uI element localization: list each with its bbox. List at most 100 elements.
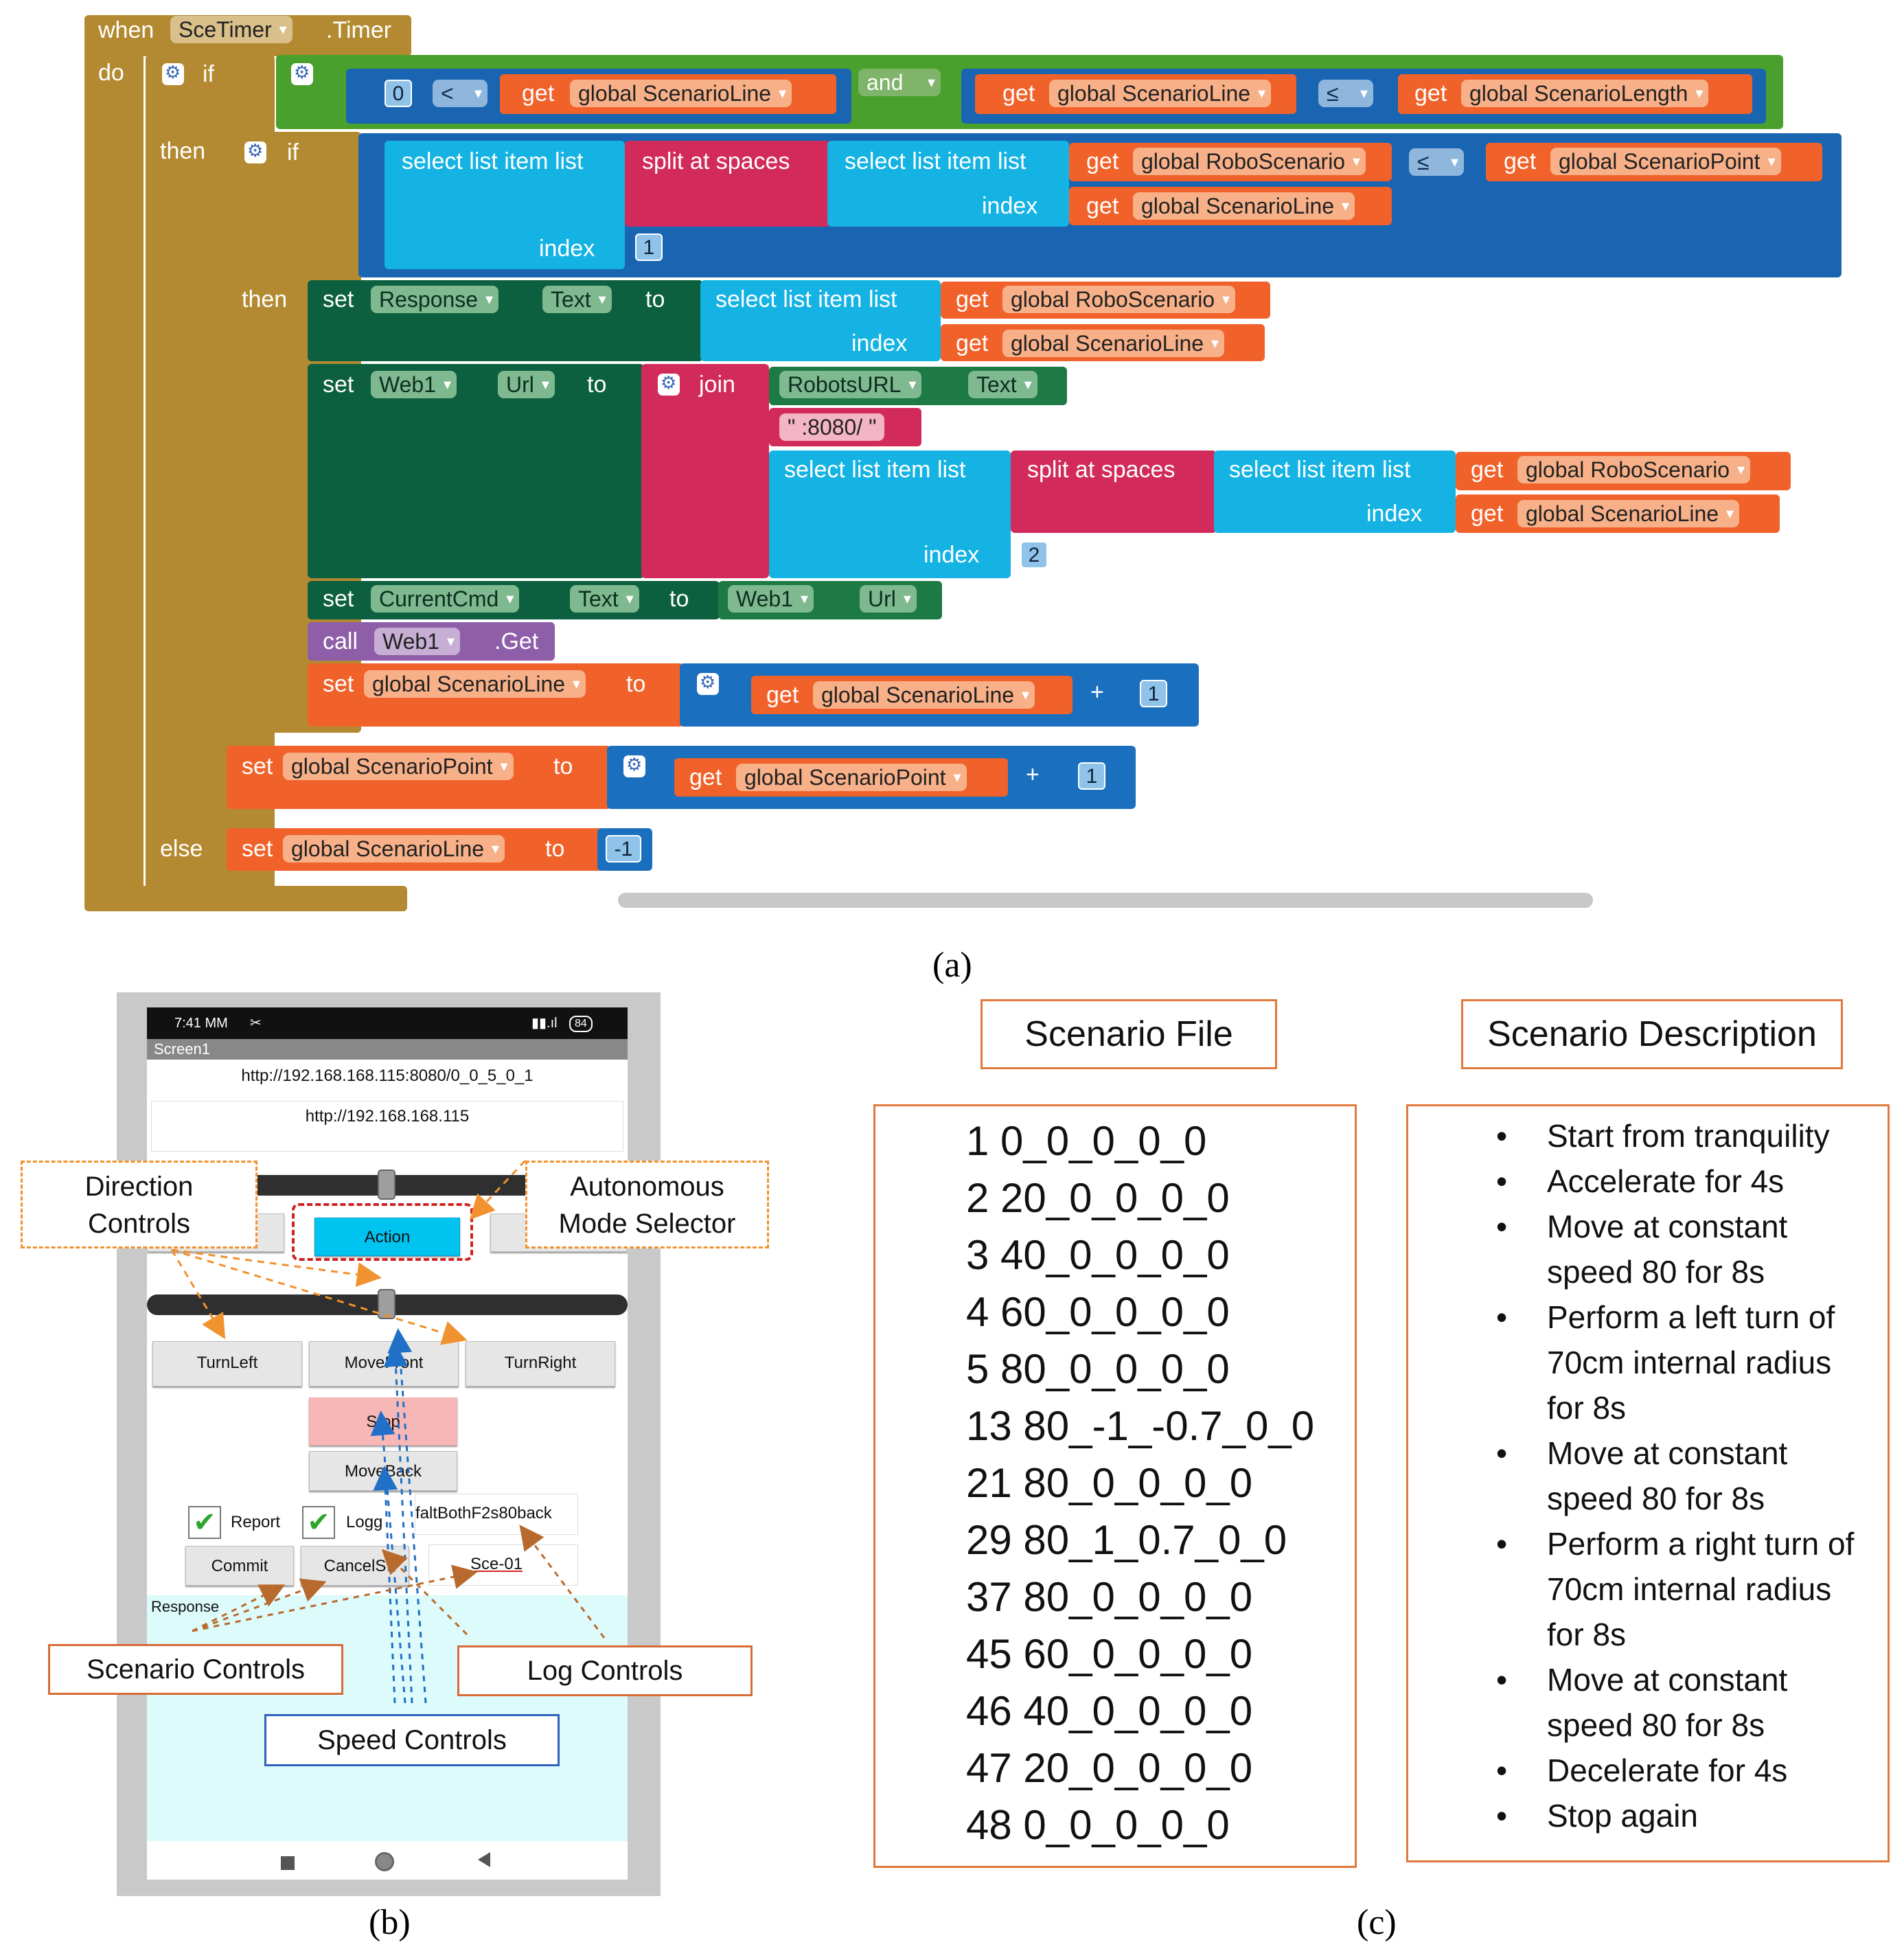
get-keyword: get [956,330,989,356]
gear-icon[interactable] [291,62,313,85]
description-line: for 8s [1547,1617,1627,1652]
component-dropdown-response[interactable]: Response [371,286,499,313]
logg-checkbox[interactable]: ✔ [302,1506,335,1539]
report-checkbox[interactable]: ✔ [188,1506,221,1539]
component-dropdown-robotsurl[interactable]: RobotsURL [779,371,922,398]
number-zero[interactable]: 0 [385,80,412,107]
slider-thumb[interactable] [378,1170,395,1200]
turn-right-button[interactable]: TurnRight [466,1341,615,1387]
plus-operator: + [1090,679,1104,705]
number-two[interactable]: 2 [1020,541,1048,569]
gear-icon[interactable] [244,140,266,163]
description-line: speed 80 for 8s [1547,1254,1765,1290]
scenario-description-header: Scenario Description [1461,999,1843,1069]
bullet-icon: • [1496,1526,1508,1562]
property-dropdown-text[interactable]: Text [968,371,1037,398]
component-dropdown-currentcmd[interactable]: CurrentCmd [371,585,520,613]
select-list-item-block[interactable] [1214,450,1456,533]
screen-title: Screen1 [147,1039,628,1060]
bullet-icon: • [1496,1209,1508,1244]
select-list-item-block[interactable] [700,280,941,361]
property-dropdown-text[interactable]: Text [542,286,612,313]
number-one[interactable]: 1 [1140,680,1167,707]
var-dropdown-scenarioline[interactable]: global ScenarioLine [1002,330,1225,357]
turn-left-button[interactable]: TurnLeft [152,1341,302,1387]
get-keyword: get [1471,457,1504,483]
var-dropdown-scenarioline[interactable]: global ScenarioLine [1049,80,1272,107]
component-dropdown-web1[interactable]: Web1 [371,371,457,398]
index-label: index [851,330,908,356]
recent-apps-icon[interactable] [281,1856,295,1870]
join-block[interactable] [641,364,769,578]
le-operator-dropdown[interactable]: ≤ [1318,80,1373,107]
gear-icon[interactable] [697,672,719,695]
file-line: 1 0_0_0_0_0 [966,1118,1207,1164]
select-list-item-block[interactable] [769,450,1011,578]
file-line: 48 0_0_0_0_0 [966,1802,1230,1848]
scenario-controls-callout: Scenario Controls [48,1644,343,1695]
var-dropdown-roboscenario[interactable]: global RoboScenario [1517,456,1751,483]
event-name: .Timer [326,17,392,43]
component-dropdown-web1[interactable]: Web1 [728,585,814,613]
file-line: 45 60_0_0_0_0 [966,1631,1253,1677]
component-dropdown-web1[interactable]: Web1 [374,628,461,655]
var-dropdown-roboscenario[interactable]: global RoboScenario [1133,148,1366,175]
get-keyword: get [689,764,722,790]
number-minus-one[interactable]: -1 [606,835,641,863]
gear-icon[interactable] [658,372,680,396]
url-input[interactable]: http://192.168.168.115 [151,1101,623,1152]
var-dropdown-scenarioline[interactable]: global ScenarioLine [1133,192,1355,220]
file-line: 46 40_0_0_0_0 [966,1688,1253,1734]
var-dropdown-scenarioline[interactable]: global ScenarioLine [364,670,586,698]
number-one[interactable]: 1 [1078,762,1105,790]
bullet-icon: • [1496,1753,1508,1788]
var-dropdown-scenariopoint[interactable]: global ScenarioPoint [736,764,967,791]
and-dropdown[interactable]: and [858,69,941,96]
set-keyword: set [323,372,354,398]
var-dropdown-scenariopoint[interactable]: global ScenarioPoint [283,753,514,780]
var-dropdown-scenarioline[interactable]: global ScenarioLine [1517,500,1740,527]
join-keyword: join [699,372,735,398]
var-dropdown-scenarioline[interactable]: global ScenarioLine [813,681,1035,709]
get-keyword: get [956,286,989,312]
file-line: 37 80_0_0_0_0 [966,1574,1253,1620]
gear-icon[interactable] [162,62,184,85]
split-at-spaces-block[interactable] [625,141,831,227]
select-list-item-block[interactable] [827,141,1069,227]
direction-controls-callout: Direction Controls [21,1161,257,1248]
description-line: Move at constant [1547,1662,1788,1698]
component-dropdown-scetimer[interactable]: SceTimer [170,16,293,43]
var-dropdown-scenariolength[interactable]: global ScenarioLength [1461,80,1709,107]
status-time: 7:41 MM [174,1016,228,1031]
to-keyword: to [545,836,565,862]
string-literal-port[interactable]: " :8080/ " [779,413,885,441]
select-list-item-block[interactable] [385,141,625,269]
back-icon[interactable] [478,1852,490,1867]
property-dropdown-url[interactable]: Url [860,585,917,613]
action-button[interactable]: Action [314,1218,460,1256]
var-dropdown-roboscenario[interactable]: global RoboScenario [1002,286,1236,313]
le-operator-dropdown[interactable]: ≤ [1409,148,1464,176]
to-keyword: to [587,372,607,398]
set-keyword: set [323,286,354,312]
description-line: Move at constant [1547,1435,1788,1471]
workspace-scrollbar[interactable] [618,893,1593,908]
var-dropdown-scenariopoint[interactable]: global ScenarioPoint [1550,148,1781,175]
var-dropdown-scenarioline[interactable]: global ScenarioLine [283,835,505,863]
home-icon[interactable] [375,1852,394,1871]
lt-operator-dropdown[interactable]: < [433,80,488,107]
property-dropdown-text[interactable]: Text [570,585,639,613]
number-one[interactable]: 1 [635,233,663,261]
split-at-spaces-block[interactable] [1011,450,1217,533]
commit-button[interactable]: Commit [185,1546,294,1586]
description-line: Stop again [1547,1798,1698,1834]
gear-icon[interactable] [623,754,645,777]
do-keyword: do [98,60,124,86]
var-dropdown-scenarioline[interactable]: global ScenarioLine [570,80,792,107]
slider-thumb[interactable] [378,1289,395,1319]
then-keyword: then [242,286,288,312]
set-web-url-block[interactable] [308,364,644,578]
set-response-block[interactable] [308,280,703,361]
property-dropdown-url[interactable]: Url [498,371,555,398]
log-file-input[interactable]: faltBothF2s80back [415,1494,578,1535]
